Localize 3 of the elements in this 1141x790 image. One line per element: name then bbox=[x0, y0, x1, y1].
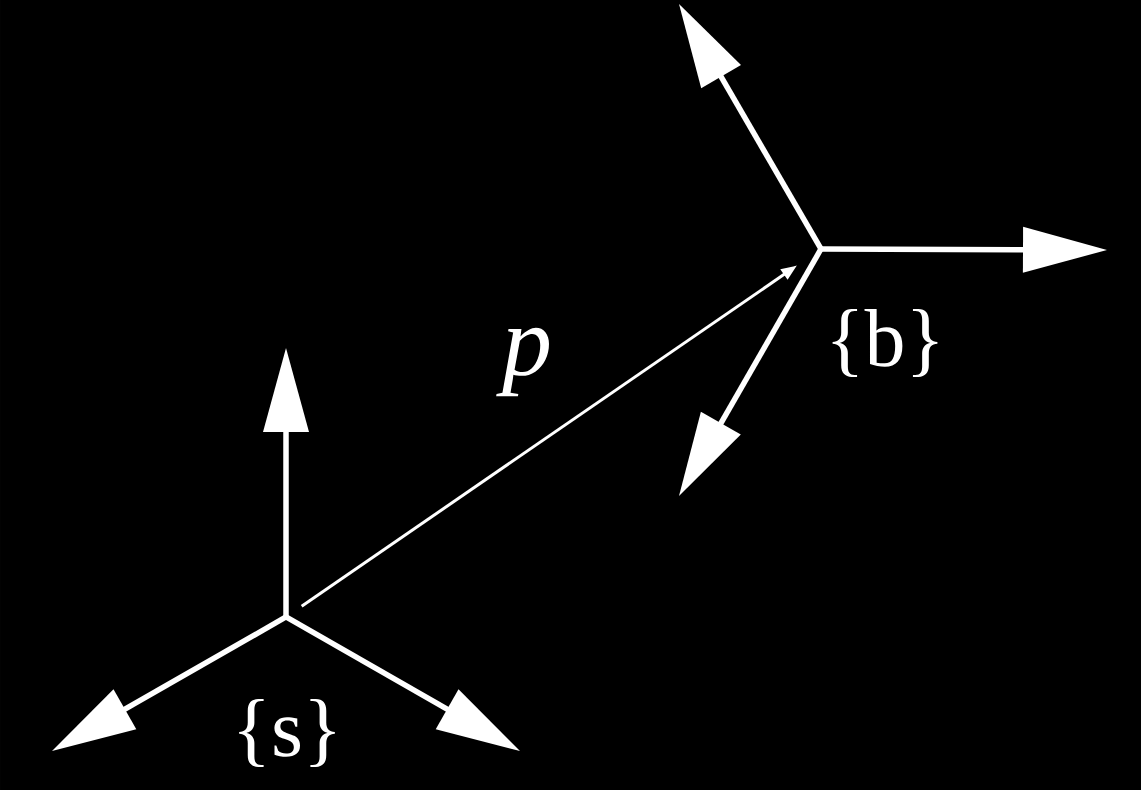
edge-label: p bbox=[496, 326, 553, 398]
frame-label: {s} bbox=[239, 699, 335, 767]
frame-label: {b} bbox=[832, 309, 938, 377]
